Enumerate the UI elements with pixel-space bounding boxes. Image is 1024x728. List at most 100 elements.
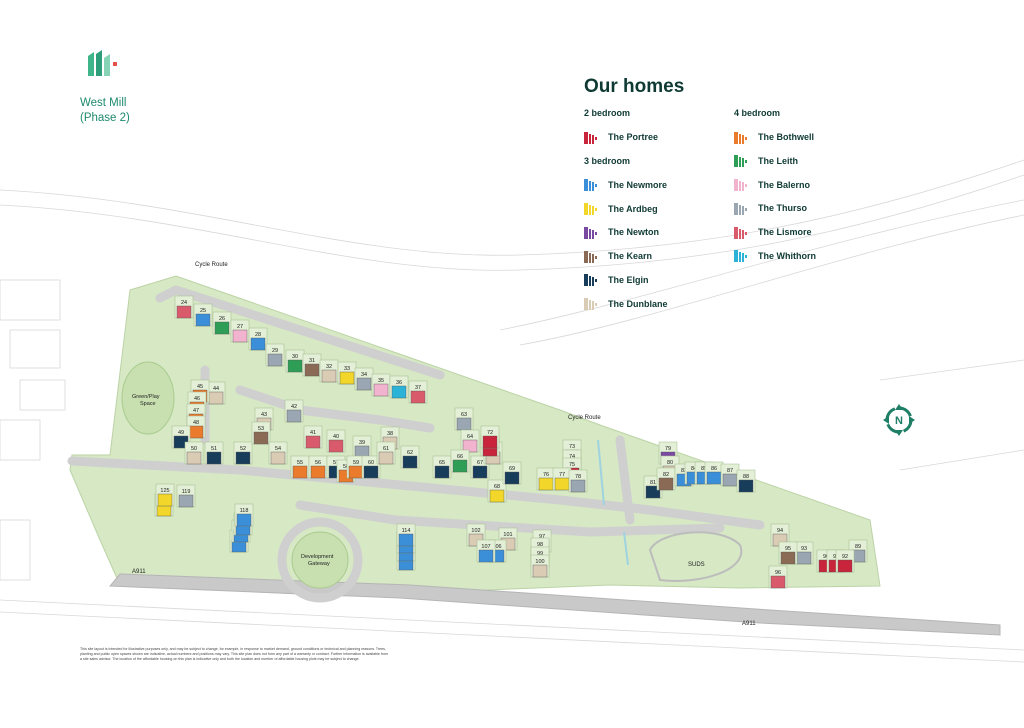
plot-44[interactable]: 44 [206, 381, 226, 405]
plot-67[interactable]: 67 [470, 455, 490, 479]
plot-107[interactable]: 107 [476, 539, 496, 563]
legend-item-dunblane[interactable]: The Dunblane [584, 297, 754, 311]
plot-number: 34 [361, 372, 367, 378]
legend-item-bothwell[interactable]: The Bothwell [734, 130, 904, 144]
plot-62[interactable]: 62 [400, 445, 420, 469]
plot-95[interactable]: 95 [778, 541, 798, 565]
plot-89[interactable]: 89 [848, 539, 868, 563]
plot-number: 125 [160, 488, 169, 494]
plot-118[interactable]: 118 [234, 503, 254, 527]
plot-63[interactable]: 63 [454, 407, 474, 431]
plot-53[interactable]: 53 [251, 421, 271, 445]
plot-51[interactable]: 51 [204, 441, 224, 465]
plot-37[interactable]: 37 [408, 380, 428, 404]
plot-86[interactable]: 86 [704, 461, 724, 485]
plot-32[interactable]: 32 [319, 359, 339, 383]
plot-52[interactable]: 52 [233, 441, 253, 465]
legend-item-lismore[interactable]: The Lismore [734, 225, 904, 239]
plot-66[interactable]: 66 [450, 449, 470, 473]
house-footprint [738, 479, 754, 493]
legend-item-ardbeg[interactable]: The Ardbeg [584, 202, 754, 216]
plot-78[interactable]: 78 [568, 469, 588, 493]
plot-number: 30 [292, 354, 298, 360]
plot-41[interactable]: 41 [303, 425, 323, 449]
plot-69[interactable]: 69 [502, 461, 522, 485]
plot-number: 88 [743, 474, 749, 480]
plot-27[interactable]: 27 [230, 319, 250, 343]
plot-119[interactable]: 119 [176, 484, 196, 508]
legend-item-portree[interactable]: The Portree [584, 130, 754, 144]
house-type-icon [584, 250, 597, 263]
plot-number: 56 [315, 460, 321, 466]
legend-item-newton[interactable]: The Newton [584, 225, 754, 239]
plot-61[interactable]: 61 [376, 441, 396, 465]
plot-number: 118 [240, 508, 249, 514]
plot-29[interactable]: 29 [265, 343, 285, 367]
plot-number: 59 [353, 460, 359, 466]
plot-26[interactable]: 26 [212, 311, 232, 335]
plot-number: 79 [665, 446, 671, 452]
plot-28[interactable]: 28 [248, 327, 268, 351]
plot-30[interactable]: 30 [285, 349, 305, 373]
plot-36[interactable]: 36 [389, 375, 409, 399]
plot-50[interactable]: 50 [184, 441, 204, 465]
plot-34[interactable]: 34 [354, 367, 374, 391]
plot-24[interactable]: 24 [174, 295, 194, 319]
plot-54[interactable]: 54 [268, 441, 288, 465]
legend-item-whithorn[interactable]: The Whithorn [734, 249, 904, 263]
plot-65[interactable]: 65 [432, 455, 452, 479]
plot-number: 94 [777, 528, 783, 534]
road-label-west: A911 [132, 569, 146, 575]
plot-number: 55 [297, 460, 303, 466]
plot-31[interactable]: 31 [302, 353, 322, 377]
house-footprint [356, 377, 372, 391]
house-footprint [658, 477, 674, 491]
plot-40[interactable]: 40 [326, 429, 346, 453]
plot-number: 101 [503, 532, 512, 538]
plot-77[interactable]: 77 [552, 467, 572, 491]
plot-56[interactable]: 56 [308, 455, 328, 479]
plot-number: 32 [326, 364, 332, 370]
plot-number: 82 [663, 472, 669, 478]
legend-item-leith[interactable]: The Leith [734, 154, 904, 168]
plot-64[interactable]: 64 [460, 429, 480, 453]
plot-60[interactable]: 60 [361, 455, 381, 479]
plot-33[interactable]: 33 [337, 361, 357, 385]
plot-number: 63 [461, 412, 467, 418]
plot-68[interactable]: 68 [487, 479, 507, 503]
house-footprint [796, 551, 812, 565]
legend-item-balerno[interactable]: The Balerno [734, 178, 904, 192]
plot-92[interactable]: 92 [835, 549, 855, 573]
legend-item-label: The Kearn [608, 251, 653, 262]
plot-25[interactable]: 25 [193, 303, 213, 327]
plot-87[interactable]: 87 [720, 463, 740, 487]
plot-55[interactable]: 55 [290, 455, 310, 479]
legend-item-elgin[interactable]: The Elgin [584, 273, 754, 287]
plot-76[interactable]: 76 [536, 467, 556, 491]
plot-39[interactable]: 39 [352, 435, 372, 459]
plot-114[interactable]: 114 [396, 523, 416, 547]
legend-group-title: 2 bedroom [584, 108, 631, 118]
legend-item-kearn[interactable]: The Kearn [584, 249, 754, 263]
cycle-route-paths [597, 439, 629, 566]
plot-96[interactable]: 96 [768, 565, 788, 589]
legend-item-thurso[interactable]: The Thurso [734, 201, 904, 215]
house-footprint [378, 451, 394, 465]
plot-93[interactable]: 93 [794, 541, 814, 565]
plot-125[interactable]: 125 [155, 483, 175, 507]
plot-number: 102 [471, 528, 480, 534]
legend-item-newmore[interactable]: The Newmore [584, 178, 754, 192]
plot-number: 60 [368, 460, 374, 466]
plot-82[interactable]: 82 [656, 467, 676, 491]
plot-88[interactable]: 88 [736, 469, 756, 493]
plot-number: 29 [272, 348, 278, 354]
plot-number: 43 [261, 412, 267, 418]
plot-number: 37 [415, 385, 421, 391]
plot-number: 36 [396, 380, 402, 386]
plot-35[interactable]: 35 [371, 373, 391, 397]
plot-72[interactable]: 72 [480, 425, 500, 449]
house-footprint [570, 479, 586, 493]
plot-100[interactable]: 100 [530, 554, 550, 578]
plot-42[interactable]: 42 [284, 399, 304, 423]
